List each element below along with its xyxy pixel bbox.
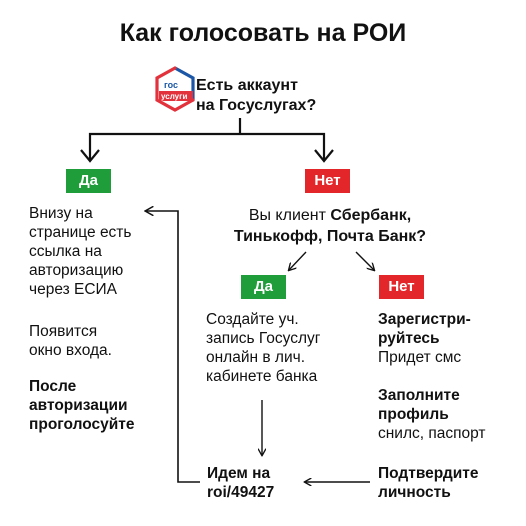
left-branch-line: ссылка на [29,243,102,260]
left-branch-line: авторизацию [29,262,124,279]
bank-no-profile-line: профиль [378,406,449,423]
bank-question-line1: Вы клиент Сбербанк, [200,205,460,226]
left-branch-login-window: Появится окно входа. [29,322,179,360]
arrow-right-head [314,149,334,163]
arrow-to-bank-no [355,251,374,270]
bank-no-register-line: руйтесь [378,330,440,347]
left-branch-line: После [29,378,77,395]
left-branch-line: окно входа. [29,342,112,359]
left-branch-line: странице есть [29,224,132,241]
logo-hexagon-red [155,66,195,112]
left-branch-line: проголосуйте [29,416,135,433]
account-question-line1: Есть аккаунт [196,77,298,94]
badge-no-top: Нет [305,169,350,193]
confirm-line1: Подтвердите [378,465,479,482]
left-branch-line: авторизации [29,397,128,414]
bank-yes-line: запись Госуслуг [206,330,321,347]
bank-no-register-note: Придет смс [378,349,462,366]
logo-text-gos: гос [164,80,178,90]
left-branch-line: Появится [29,323,98,340]
account-question-line2: на Госуслугах? [196,97,317,114]
bank-no-register: Зарегистри- руйтесь Придет смс [378,310,518,367]
goto-link: Идем на roi/49427 [207,464,317,502]
left-branch-line: Внизу на [29,205,93,222]
bank-no-profile: Заполните профиль снилс, паспорт [378,386,518,443]
goto-line2: roi/49427 [207,484,275,501]
confirm-line2: личность [378,484,451,501]
arrow-left-head [80,149,100,163]
bank-question-line2: Тинькофф, Почта Банк? [233,228,427,245]
gosuslugi-logo: гос услуги [155,66,195,112]
bank-yes-line: онлайн в лич. [206,349,305,366]
confirm-identity: Подтвердите личность [378,464,518,502]
badge-no-bank: Нет [379,275,424,299]
bank-no-profile-note: снилс, паспорт [378,425,486,442]
branch-line-top [88,132,326,160]
badge-yes-top: Да [66,169,111,193]
bank-yes-line: кабинете банка [206,368,318,385]
arrow-to-bank-yes [289,251,307,270]
bank-yes-instructions: Создайте уч. запись Госуслуг онлайн в ли… [206,310,356,386]
bank-question: Вы клиент Сбербанк, Тинькофф, Почта Банк… [200,205,460,247]
logo-red-band [159,91,193,101]
bank-question-sber: Сбербанк, [330,207,412,224]
goto-line1: Идем на [207,465,271,482]
bank-no-register-line: Зарегистри- [378,311,471,328]
bank-question-prefix: Вы клиент [248,207,331,224]
badge-yes-bank: Да [241,275,286,299]
page-title: Как голосовать на РОИ [119,19,407,47]
account-question: Есть аккаунт на Госуслугах? [196,76,316,116]
left-branch-instructions: Внизу на странице есть ссылка на авториз… [29,204,179,299]
bank-yes-line: Создайте уч. [206,311,299,328]
left-branch-line: через ЕСИА [29,281,118,298]
left-branch-vote: После авторизации проголосуйте [29,377,179,434]
return-arrow-line [146,211,200,483]
logo-text-uslugi: услуги [161,92,187,101]
bank-no-profile-line: Заполните [378,387,460,404]
